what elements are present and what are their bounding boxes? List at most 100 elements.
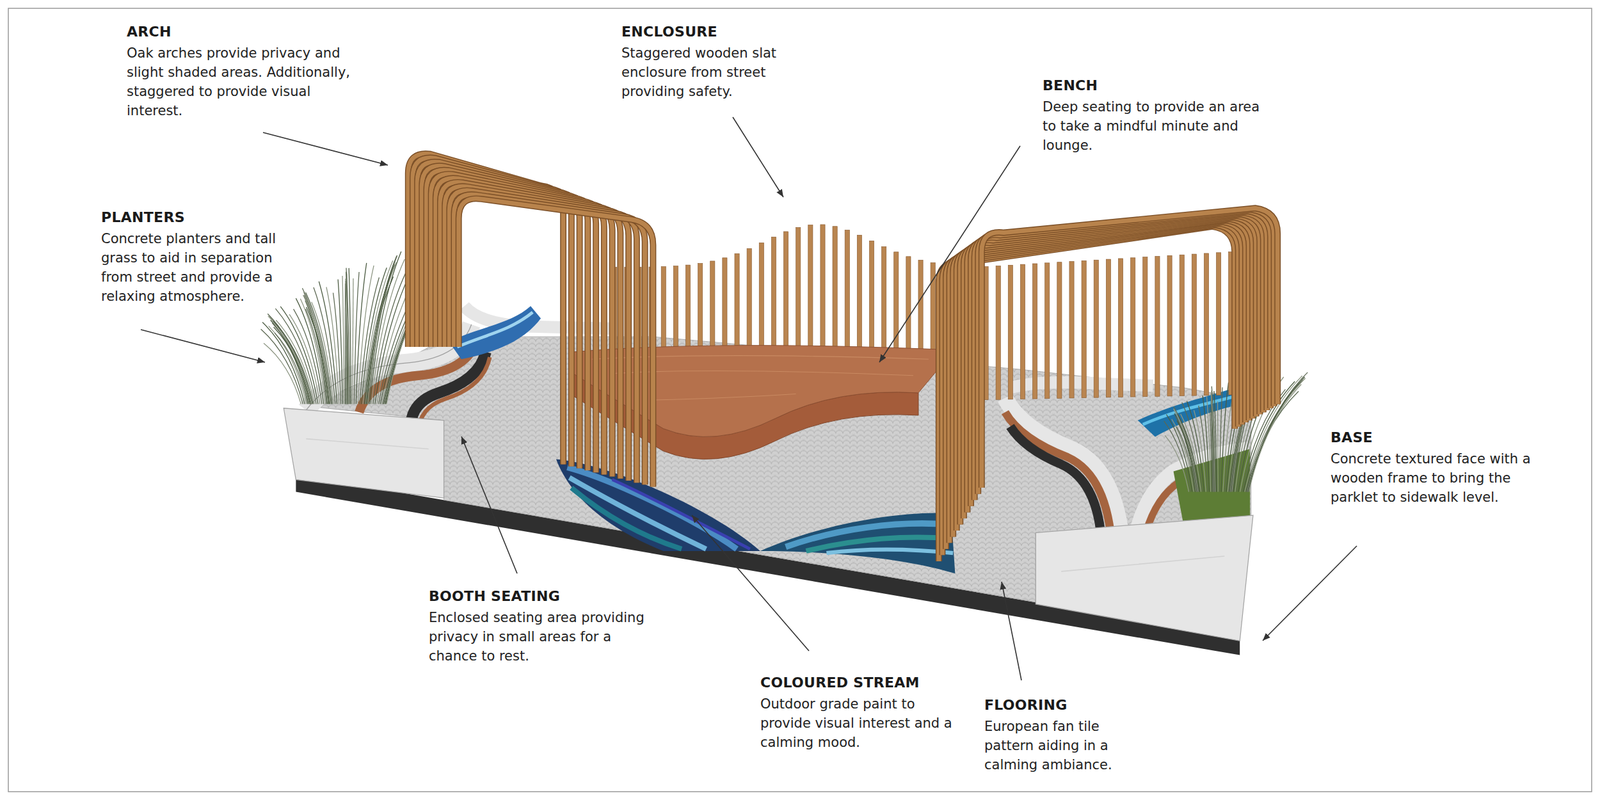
grass-blade xyxy=(1202,395,1209,493)
arch-slat-edge xyxy=(956,218,1253,531)
arch-slat xyxy=(444,186,629,481)
callout-heading: BASE xyxy=(1330,428,1373,447)
grass-blade xyxy=(261,328,304,404)
wood-slat xyxy=(894,252,899,354)
arch-slat-edge xyxy=(440,182,621,479)
grass-blade xyxy=(1173,408,1199,493)
arch-slat-edge xyxy=(949,222,1246,543)
wood-slat xyxy=(771,236,776,353)
wood-slat xyxy=(1203,253,1209,396)
wood-slat xyxy=(1130,257,1136,397)
wood-slat xyxy=(710,261,715,354)
grass-blade xyxy=(1166,414,1192,492)
wood-slat xyxy=(783,231,788,354)
arch-slat xyxy=(970,212,1267,506)
callout-text: European fan tile pattern aiding in a ca… xyxy=(984,716,1148,775)
grass-blade xyxy=(1193,410,1206,493)
leader-line xyxy=(263,132,388,166)
grass-blade xyxy=(326,287,340,405)
arch-slat xyxy=(945,223,1242,550)
wood-slat xyxy=(722,257,728,354)
callout-heading: COLOURED STREAM xyxy=(760,673,920,692)
stream-paint xyxy=(760,512,956,574)
callout-text: Concrete planters and tall grass to aid … xyxy=(101,229,294,306)
arch-slat xyxy=(449,190,637,484)
callout-heading: PLANTERS xyxy=(101,208,185,227)
grass-blade xyxy=(305,307,329,405)
wood-slat xyxy=(1069,261,1074,399)
stream-paint xyxy=(449,305,541,360)
wood-slat xyxy=(1191,254,1197,396)
arch-slat xyxy=(974,211,1271,500)
wood-slat xyxy=(1081,260,1087,398)
stream-band xyxy=(826,549,953,553)
stream-paint xyxy=(556,458,761,551)
grass-blade xyxy=(293,309,322,405)
callout-heading: BOOTH SEATING xyxy=(428,587,560,606)
arch-slat xyxy=(440,182,621,479)
arch-slat-edge xyxy=(960,217,1256,525)
grass-blade xyxy=(1217,401,1219,492)
wood-slat xyxy=(995,265,1001,400)
arch-slat-edge xyxy=(454,194,646,485)
callout-heading: BENCH xyxy=(1042,76,1098,95)
wood-slat xyxy=(661,266,666,354)
arch-slat xyxy=(977,209,1274,495)
arch-slat xyxy=(956,218,1253,531)
grass-blade xyxy=(272,323,310,405)
arch-slat-edge xyxy=(444,186,629,481)
arch-slat-edge xyxy=(977,209,1274,495)
arch-slat-edge xyxy=(981,208,1278,488)
wood-slat xyxy=(1045,263,1050,399)
wood-slat xyxy=(1216,252,1222,396)
wood-slat xyxy=(832,226,838,354)
leader-line xyxy=(691,515,809,651)
wood-slat xyxy=(1143,257,1148,397)
stream-band xyxy=(612,479,751,549)
wood-slat xyxy=(918,259,923,353)
callout-heading: ARCH xyxy=(126,23,172,41)
arch-slat xyxy=(949,222,1246,543)
arch-slat-edge xyxy=(963,215,1260,519)
grass-blade xyxy=(342,275,345,404)
frame xyxy=(8,8,1592,792)
wood-slat xyxy=(869,240,874,353)
wood-slat xyxy=(1105,259,1111,398)
leader-line xyxy=(461,436,518,574)
grass-blade xyxy=(337,279,343,405)
grass-blade xyxy=(357,265,374,405)
wood-slat xyxy=(1032,263,1038,399)
grass-blade xyxy=(302,288,331,404)
leader-line xyxy=(732,117,784,198)
wood-slat xyxy=(1179,254,1184,396)
concrete-texture xyxy=(305,439,1225,572)
wood-slat xyxy=(1118,258,1123,397)
arch-slat-edge xyxy=(435,177,613,477)
planter-box xyxy=(1035,515,1254,641)
wood-slat xyxy=(906,256,911,354)
arch-slat xyxy=(454,194,646,485)
arch-slat-edge xyxy=(974,211,1271,500)
wood-slat xyxy=(930,263,936,354)
grass-blade xyxy=(1176,420,1198,492)
leader-line xyxy=(140,329,265,363)
arch-slat xyxy=(960,217,1256,525)
callout-text: Staggered wooden slat enclosure from str… xyxy=(621,43,824,102)
wood-slat xyxy=(856,234,862,353)
wood-slat xyxy=(808,225,813,354)
arch-slat-edge xyxy=(970,212,1267,506)
leader-line xyxy=(1001,581,1022,681)
arch-slat xyxy=(963,215,1260,519)
wood-slat xyxy=(1020,264,1025,399)
wood-slat xyxy=(746,248,752,353)
stream-band xyxy=(571,487,682,550)
parklet-scene xyxy=(261,153,1309,655)
grass-blade xyxy=(275,308,317,404)
callout-text: Enclosed seating area providing privacy … xyxy=(428,608,650,666)
arch-slat-edge xyxy=(458,198,654,487)
oak-arches xyxy=(408,153,1278,562)
grass-blade xyxy=(348,268,351,405)
wood-slat xyxy=(698,263,703,354)
wood-slat xyxy=(844,229,850,353)
